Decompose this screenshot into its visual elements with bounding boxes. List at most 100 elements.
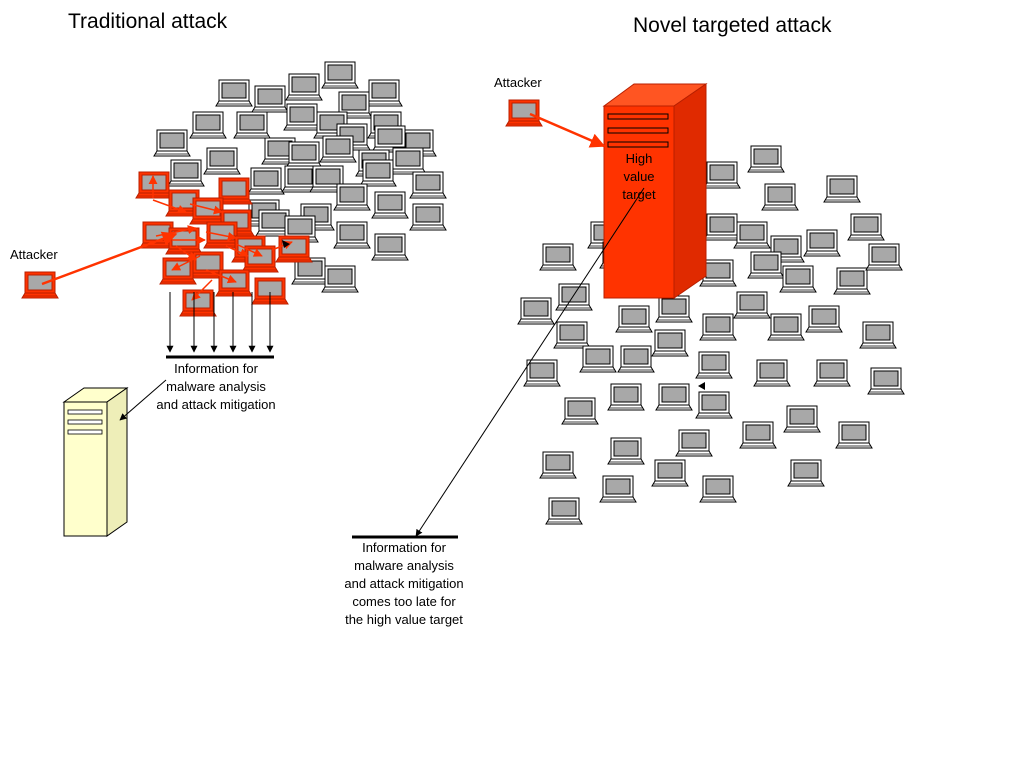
computer-right-6 <box>733 221 771 249</box>
computer-right-35 <box>607 383 645 411</box>
computer-right-16 <box>865 243 903 271</box>
left-attacker-computer <box>21 271 59 299</box>
computer-right-31 <box>695 351 733 379</box>
computer-right-38 <box>561 397 599 425</box>
computer-right-36 <box>655 383 693 411</box>
right-info-text: Information for malware analysis and att… <box>344 540 464 627</box>
computer-left-32 <box>255 209 293 237</box>
computer-right-18 <box>517 297 555 325</box>
left-info-text: Information for malware analysis and att… <box>156 361 276 412</box>
computer-left-20 <box>203 147 241 175</box>
computer-right-22 <box>733 291 771 319</box>
computer-right-13 <box>747 251 785 279</box>
computer-left-1 <box>285 73 323 101</box>
computer-right-25 <box>859 321 897 349</box>
computer-right-33 <box>813 359 851 387</box>
computer-right-19 <box>615 305 653 333</box>
computer-right-27 <box>651 329 689 357</box>
right-attack-arrow <box>529 112 606 148</box>
left-attack-arrow <box>41 231 178 286</box>
computer-right-26 <box>553 321 591 349</box>
computer-left-3 <box>215 79 253 107</box>
novel-targeted-attack-title: Novel targeted attack <box>633 14 832 37</box>
computer-right-17 <box>555 283 593 311</box>
computer-right-29 <box>617 345 655 373</box>
left-attacker-label: Attacker <box>10 247 58 262</box>
computer-right-3 <box>823 175 861 203</box>
computer-right-40 <box>783 405 821 433</box>
computer-right-49 <box>545 497 583 525</box>
computer-right-39 <box>739 421 777 449</box>
computer-right-43 <box>675 429 713 457</box>
high-value-target-label: High value target <box>622 151 656 202</box>
computer-left-26 <box>409 171 447 199</box>
computer-left-0 <box>321 61 359 89</box>
computer-right-21 <box>699 313 737 341</box>
infection-arrow-8 <box>205 269 237 284</box>
computer-left-35 <box>371 233 409 261</box>
computer-left-34 <box>333 221 371 249</box>
infected-computer-left-12 <box>159 257 197 285</box>
computer-left-7 <box>233 111 271 139</box>
computer-right-0 <box>747 145 785 173</box>
computer-left-27 <box>333 183 371 211</box>
computer-right-24 <box>805 305 843 333</box>
computer-left-17 <box>371 125 409 153</box>
computer-right-20 <box>655 295 693 323</box>
infection-arrow-6 <box>235 243 263 257</box>
computer-right-23 <box>767 313 805 341</box>
computer-left-2 <box>365 79 403 107</box>
computer-right-15 <box>833 267 871 295</box>
computer-right-30 <box>523 359 561 387</box>
computer-right-7 <box>767 235 805 263</box>
computer-left-37 <box>321 265 359 293</box>
infected-computer-left-13 <box>215 269 253 297</box>
computer-right-45 <box>651 459 689 487</box>
infection-arrow-10 <box>175 245 197 261</box>
infected-computer-left-0 <box>135 171 173 199</box>
right-attacker-computer <box>505 99 543 127</box>
traditional-attack-title: Traditional attack <box>68 10 228 33</box>
infection-arrow-5 <box>205 231 237 241</box>
infected-computer-left-6 <box>165 227 203 255</box>
computer-right-28 <box>579 345 617 373</box>
infected-computer-left-1 <box>215 177 253 205</box>
computer-right-44 <box>539 451 577 479</box>
computer-left-4 <box>251 85 289 113</box>
computer-left-6 <box>189 111 227 139</box>
computer-right-8 <box>803 229 841 257</box>
computer-left-22 <box>247 167 285 195</box>
computer-right-41 <box>835 421 873 449</box>
infection-arrow-11 <box>225 245 249 257</box>
computer-left-15 <box>285 141 323 169</box>
computer-right-37 <box>695 391 733 419</box>
right-attacker-label: Attacker <box>494 75 542 90</box>
computer-right-47 <box>599 475 637 503</box>
computer-left-16 <box>319 135 357 163</box>
computer-left-31 <box>409 203 447 231</box>
computer-right-32 <box>753 359 791 387</box>
computer-right-1 <box>703 161 741 189</box>
computer-right-42 <box>607 437 645 465</box>
computer-left-12 <box>153 129 191 157</box>
computer-left-19 <box>389 147 427 175</box>
infected-computer-left-14 <box>251 277 289 305</box>
infection-arrow-9 <box>191 279 213 301</box>
computer-right-14 <box>779 265 817 293</box>
infected-computer-left-9 <box>275 235 313 263</box>
infection-arrow-4 <box>189 203 223 215</box>
computer-right-5 <box>703 213 741 241</box>
pointer-glyph-left <box>282 240 290 248</box>
computer-left-21 <box>167 159 205 187</box>
computer-right-10 <box>539 243 577 271</box>
computer-left-25 <box>359 159 397 187</box>
computer-left-24 <box>309 165 347 193</box>
high-value-target-server-icon <box>602 83 708 299</box>
computer-left-8 <box>283 103 321 131</box>
analysis-server-icon <box>62 387 129 537</box>
computer-right-2 <box>761 183 799 211</box>
too-late-arrow <box>415 187 645 537</box>
computer-right-48 <box>699 475 737 503</box>
